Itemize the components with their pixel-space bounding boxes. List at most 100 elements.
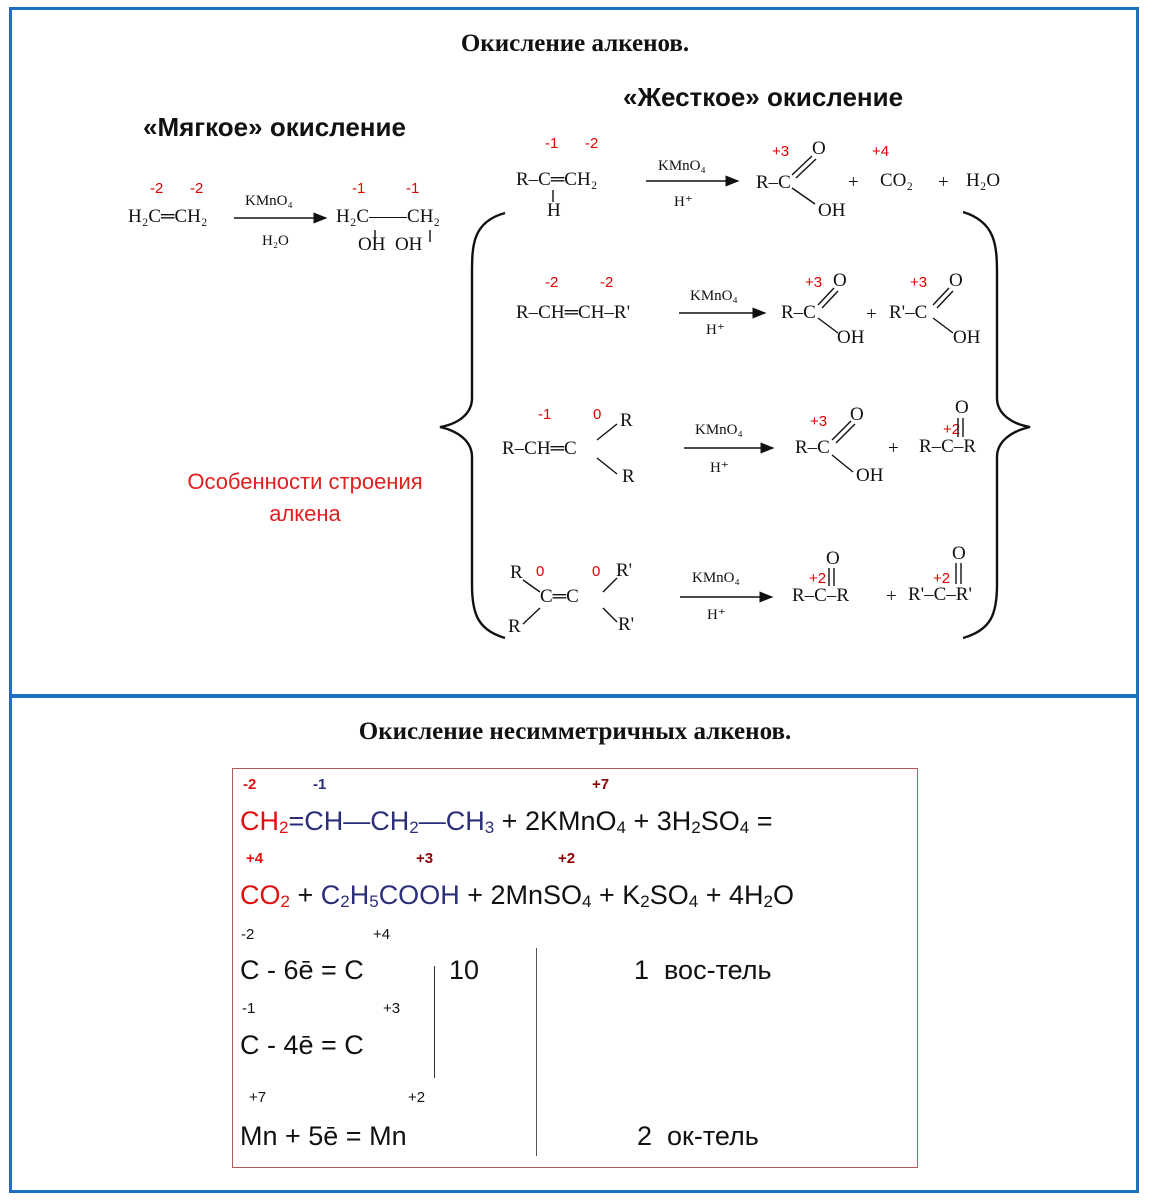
structure-note: Особенности строения алкена xyxy=(150,466,460,530)
plus: + xyxy=(886,586,897,607)
balance-divider-right xyxy=(536,948,537,1156)
ox-state: 0 xyxy=(593,406,602,423)
r3-condition: H⁺ xyxy=(710,460,729,476)
ox-state: -2 xyxy=(241,926,255,943)
r3-acid-oh: OH xyxy=(856,465,884,486)
structure-note-line2: алкена xyxy=(269,501,341,526)
ox-state: +3 xyxy=(805,274,823,291)
r4-reagent: KMnO₄ xyxy=(692,570,740,586)
reaction-graphics xyxy=(234,155,1031,640)
r3-ketone: R–C–R xyxy=(919,436,977,457)
eq1-sub: 2 xyxy=(409,818,419,837)
structure-note-line1: Особенности строения xyxy=(187,469,423,494)
r3-reactant: R–CH═C xyxy=(502,438,577,459)
eq2-acid-h: H xyxy=(349,880,370,910)
eq2-k2so4: + K xyxy=(591,880,641,910)
r1-acid: R–C xyxy=(756,172,791,193)
right-brace xyxy=(962,210,1031,640)
ox-state: -1 xyxy=(352,180,366,197)
ox-state: +3 xyxy=(416,850,434,867)
ox-state: +2 xyxy=(558,850,576,867)
ox-state: -2 xyxy=(150,180,164,197)
r2-reactant: R–CH═CH–R' xyxy=(516,302,631,323)
r2-acid-2-oh: OH xyxy=(953,327,981,348)
half-reaction-3: Mn + 5ē = Mn xyxy=(240,1121,407,1151)
eq1-ch3: —CH xyxy=(418,806,485,836)
ox-state: +4 xyxy=(246,850,264,867)
r2-acid-1: R–C xyxy=(781,302,816,323)
eq1-equals: = xyxy=(749,806,773,836)
panel-asymmetric-oxidation xyxy=(9,695,1139,1193)
eq1-so4: SO xyxy=(700,806,740,836)
soft-product: H₂C——CH₂ xyxy=(336,206,441,227)
soft-reactant: H₂C═CH₂ xyxy=(128,206,208,227)
r2-carbonyl-o-2: O xyxy=(949,270,963,291)
soft-oxidation-title: «Мягкое» окисление xyxy=(143,112,406,142)
r4-ketone-1: R–C–R xyxy=(792,585,850,606)
r2-condition: H⁺ xyxy=(706,322,725,338)
r3-carbonyl-o: O xyxy=(850,404,864,425)
r1-co2: CO₂ xyxy=(880,170,914,191)
eq1-sub: 2 xyxy=(279,818,289,837)
r4-sub-tl: R xyxy=(510,562,523,583)
equation-products: CO2 + C2H5COOH + 2MnSO4 + K2SO4 + 4H2O xyxy=(240,880,794,912)
plus: + xyxy=(848,172,859,193)
eq1-ch2: CH xyxy=(240,806,279,836)
ox-state: -2 xyxy=(190,180,204,197)
half-reaction-1: C - 6ē = C xyxy=(240,955,364,985)
r1-carbonyl-o: O xyxy=(812,138,826,159)
oxidizer-label: 2 ок-тель xyxy=(637,1121,759,1151)
eq1-sub: 3 xyxy=(484,818,495,837)
r2-acid-1-oh: OH xyxy=(837,327,865,348)
r4-alkene-core: C═C xyxy=(540,586,579,607)
eq2-so4: SO xyxy=(649,880,689,910)
page-title: Окисление алкенов. xyxy=(460,30,690,57)
ox-state: -2 xyxy=(545,274,559,291)
r3-acid: R–C xyxy=(795,437,830,458)
eq2-mnso4: + 2MnSO xyxy=(459,880,582,910)
ox-state: +3 xyxy=(810,413,828,430)
ox-state: 0 xyxy=(536,563,545,580)
plus: + xyxy=(888,438,899,459)
ox-state: -1 xyxy=(313,776,327,793)
r2-reagent: KMnO₄ xyxy=(690,288,738,304)
r4-sub-tr: R' xyxy=(616,560,633,581)
ox-state: +2 xyxy=(408,1089,426,1106)
r4-sub-bl: R xyxy=(508,616,521,637)
ox-state: 0 xyxy=(592,563,601,580)
r4-condition: H⁺ xyxy=(707,607,726,623)
equation-box xyxy=(232,768,918,1168)
eq2-sub: 2 xyxy=(280,892,290,911)
hard-oxidation-title: «Жесткое» окисление xyxy=(623,82,904,112)
ox-state: +3 xyxy=(910,274,928,291)
ox-state: +7 xyxy=(249,1089,267,1106)
balance-divider-left xyxy=(434,966,435,1078)
r1-water: H₂O xyxy=(966,170,1001,191)
r3-reagent: KMnO₄ xyxy=(695,422,743,438)
ox-state: +3 xyxy=(383,1000,401,1017)
eq2-water: + 4H xyxy=(698,880,764,910)
ox-state: -1 xyxy=(538,406,552,423)
ox-state: +3 xyxy=(772,143,790,160)
soft-product-hydroxyls: OH OH xyxy=(358,234,423,255)
r1-acid-oh: OH xyxy=(818,200,846,221)
r3-sub-top: R xyxy=(620,410,633,431)
plus: + xyxy=(938,172,949,193)
reducer-label: 1 вос-тель xyxy=(634,955,772,985)
soft-condition: H₂O xyxy=(262,233,289,249)
eq2-sub: 4 xyxy=(688,892,699,911)
ox-state: -2 xyxy=(585,135,599,152)
eq2-acid-c: C xyxy=(320,880,341,910)
plus: + xyxy=(866,304,877,325)
electron-lcm: 10 xyxy=(449,955,480,985)
r1-reagent: KMnO₄ xyxy=(658,158,706,174)
r1-reactant: R–C═CH₂ xyxy=(516,169,598,190)
eq2-co2: CO xyxy=(240,880,281,910)
ox-state: +4 xyxy=(872,143,890,160)
eq2-plus: + xyxy=(289,880,321,910)
eq2-sub: 2 xyxy=(763,892,773,911)
ox-state: +2 xyxy=(943,421,961,438)
eq1-sub: 2 xyxy=(691,818,701,837)
eq2-sub: 2 xyxy=(340,892,350,911)
eq1-chain: =CH—CH xyxy=(288,806,410,836)
